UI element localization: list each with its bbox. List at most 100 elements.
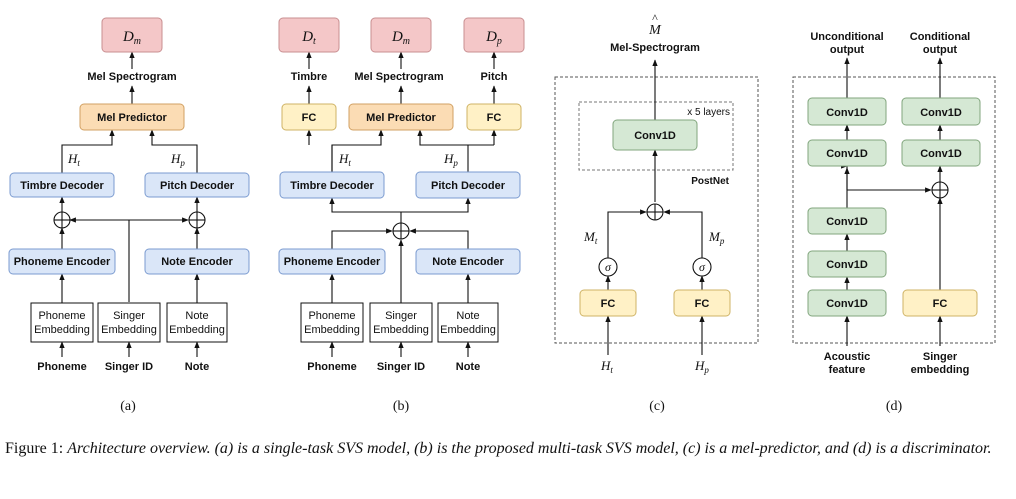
b-timbre-decoder-box <box>279 171 385 199</box>
b-pitch-decoder: Pitch Decoder <box>431 180 506 192</box>
b-ht: Ht <box>338 151 351 168</box>
c-add-icon <box>646 203 664 221</box>
a-input-phoneme: Phoneme <box>37 361 87 373</box>
b-note-emb-box <box>437 302 499 343</box>
c-ht: Ht <box>600 358 613 375</box>
a-phoneme-emb-box <box>30 302 94 343</box>
b-input-note: Note <box>456 361 480 373</box>
svg-text:σ: σ <box>699 260 706 274</box>
c-m-hat-accent: ^ <box>652 11 658 25</box>
d-conv1d-s2: Conv1D <box>826 259 868 271</box>
panel-c: ^ M Mel-Spectrogram x 5 layers Conv1D Po… <box>554 11 759 414</box>
d-cond-1: Conditional <box>910 31 971 43</box>
a-phoneme-emb-2: Embedding <box>34 324 90 336</box>
d-conv1d-u2: Conv1D <box>826 148 868 160</box>
caption-text: Architecture overview. (a) is a single-t… <box>67 440 992 457</box>
d-panel-label: (d) <box>886 399 903 414</box>
b-dm: Dm <box>391 29 410 47</box>
c-conv1d: Conv1D <box>634 130 676 142</box>
d-conv1d-s1-box <box>807 207 887 235</box>
d-conv1d-s2-box <box>807 250 887 278</box>
a-disc-box <box>101 17 163 53</box>
c-m-hat: M <box>648 23 662 38</box>
caption-prefix: Figure 1: <box>5 440 68 457</box>
b-note-encoder: Note Encoder <box>432 256 504 268</box>
c-postnet: PostNet <box>691 176 729 187</box>
d-conv1d-s3: Conv1D <box>826 298 868 310</box>
a-add-left-icon <box>53 211 71 229</box>
d-conv1d-u1: Conv1D <box>826 107 868 119</box>
a-timbre-decoder: Timbre Decoder <box>20 180 104 192</box>
d-conv1d-c1-box <box>901 97 981 126</box>
panel-d: Unconditional output Conditional output … <box>792 31 996 414</box>
d-conv1d-u1-box <box>807 97 887 126</box>
a-pitch-decoder: Pitch Decoder <box>160 180 235 192</box>
b-note-emb-1: Note <box>456 310 479 322</box>
a-phoneme-encoder: Phoneme Encoder <box>14 256 111 268</box>
b-singer-emb-box <box>369 302 433 343</box>
a-dm: Dm <box>122 29 141 47</box>
c-fc-right: FC <box>695 298 710 310</box>
b-input-singer: Singer ID <box>377 361 425 373</box>
b-disc-t-box <box>278 17 340 53</box>
d-singer-1: Singer <box>923 351 958 363</box>
a-input-singer: Singer ID <box>105 361 153 373</box>
d-add-icon <box>931 181 949 199</box>
d-cond-2: output <box>923 44 958 56</box>
a-timbre-decoder-box <box>9 172 115 198</box>
a-note-emb-2: Embedding <box>169 324 225 336</box>
figure-caption: Figure 1: Architecture overview. (a) is … <box>5 438 1011 459</box>
b-singer-emb-2: Embedding <box>373 324 429 336</box>
a-phoneme-emb-1: Phoneme <box>38 310 85 322</box>
d-outer-dashed <box>792 76 996 344</box>
b-dp: Dp <box>485 29 502 47</box>
d-fc-box <box>902 289 978 317</box>
svg-text:σ: σ <box>605 260 612 274</box>
a-note-encoder: Note Encoder <box>161 256 233 268</box>
d-acoustic-2: feature <box>829 364 866 376</box>
c-panel-label: (c) <box>649 399 665 414</box>
b-panel-label: (b) <box>393 399 410 414</box>
a-note-emb-box <box>166 302 228 343</box>
c-hp: Hp <box>694 358 709 375</box>
b-phoneme-encoder-box <box>278 248 386 275</box>
c-sigma-right-icon: σ <box>692 257 712 277</box>
d-uncond-1: Unconditional <box>810 31 883 43</box>
b-hp: Hp <box>443 151 458 168</box>
a-mel-predictor-box <box>79 103 185 131</box>
c-conv1d-box <box>612 119 698 151</box>
b-disc-p-box <box>463 17 525 53</box>
c-fc-right-box <box>673 289 731 317</box>
c-mt: Mt <box>583 229 598 246</box>
b-timbre-label: Timbre <box>291 71 327 83</box>
panel-a: Dm Mel Spectrogram Mel Predictor Ht Hp T… <box>8 17 250 414</box>
b-note-encoder-box <box>415 248 521 275</box>
b-fc-timbre-box <box>281 103 337 131</box>
c-layers: x 5 layers <box>687 107 730 118</box>
a-singer-emb-1: Singer <box>113 310 145 322</box>
a-phoneme-encoder-box <box>8 248 116 275</box>
d-fc: FC <box>933 298 948 310</box>
b-timbre-decoder: Timbre Decoder <box>290 180 374 192</box>
b-mel-predictor: Mel Predictor <box>366 112 436 124</box>
b-mel-label: Mel Spectrogram <box>354 71 443 83</box>
b-pitch-decoder-box <box>415 171 521 199</box>
b-pitch-label: Pitch <box>481 71 508 83</box>
b-fc-pitch: FC <box>487 112 502 124</box>
c-sigma-left-icon: σ <box>598 257 618 277</box>
d-singer-2: embedding <box>911 364 970 376</box>
d-conv1d-s1: Conv1D <box>826 216 868 228</box>
d-conv1d-c2-box <box>901 139 981 167</box>
c-fc-left: FC <box>601 298 616 310</box>
panel-b: Dt Dm Dp Timbre Mel Spectrogram Pitch FC… <box>278 17 525 414</box>
d-conv1d-u2-box <box>807 139 887 167</box>
b-input-phoneme: Phoneme <box>307 361 357 373</box>
b-phoneme-emb-box <box>300 302 364 343</box>
b-phoneme-encoder: Phoneme Encoder <box>284 256 381 268</box>
c-mp: Mp <box>708 229 725 246</box>
b-dt: Dt <box>301 29 316 47</box>
d-uncond-2: output <box>830 44 865 56</box>
c-outer-dashed <box>554 76 759 344</box>
b-singer-emb-1: Singer <box>385 310 417 322</box>
b-fc-pitch-box <box>466 103 522 131</box>
